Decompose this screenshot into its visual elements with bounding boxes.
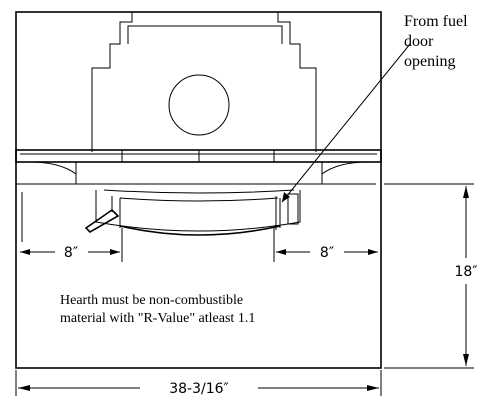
right-dim-arrow-a (276, 249, 286, 255)
fuel-door-leader-arrow (282, 192, 290, 202)
left-dim-arrow-a (20, 249, 30, 255)
ash-pan-bracket (287, 193, 299, 225)
depth-dim-arrow-bottom (463, 354, 469, 366)
ledge-curve-left (29, 161, 77, 175)
stove-base (75, 161, 323, 185)
ash-pan-rim (103, 189, 295, 194)
stove-top-detail (127, 25, 283, 44)
fuel-door-label-line2: door (404, 33, 434, 50)
ash-pan-lip (119, 225, 281, 236)
hearth-pad-outline (15, 11, 382, 369)
ledge-curve-right (321, 161, 369, 175)
width-dim-arrow-left (18, 385, 30, 391)
hearth-note-line1: Hearth must be non-combustible (60, 293, 243, 308)
left-clearance-label: 8″ (64, 245, 78, 261)
ash-pan-rim-inner (119, 197, 279, 202)
ash-pan-handle[interactable] (84, 208, 120, 233)
fuel-door-label-line3: opening (404, 53, 456, 70)
right-clearance-label: 8″ (320, 245, 334, 261)
hearth-note-line2: material with "R-Value" atleast 1.1 (60, 311, 255, 326)
fuel-door-leader-line (281, 43, 411, 203)
right-dim-arrow-b (368, 249, 378, 255)
left-dim-arrow-b (110, 249, 120, 255)
stove-body (91, 12, 317, 152)
width-label: 38-3/16″ (169, 381, 229, 397)
flue-collar-circle (168, 74, 230, 136)
depth-label: 18″ (454, 264, 477, 280)
fuel-door-label-line1: From fuel (404, 13, 468, 30)
ash-pan (95, 190, 301, 232)
depth-dim-arrow-top (463, 186, 469, 198)
width-dim-arrow-right (367, 385, 379, 391)
